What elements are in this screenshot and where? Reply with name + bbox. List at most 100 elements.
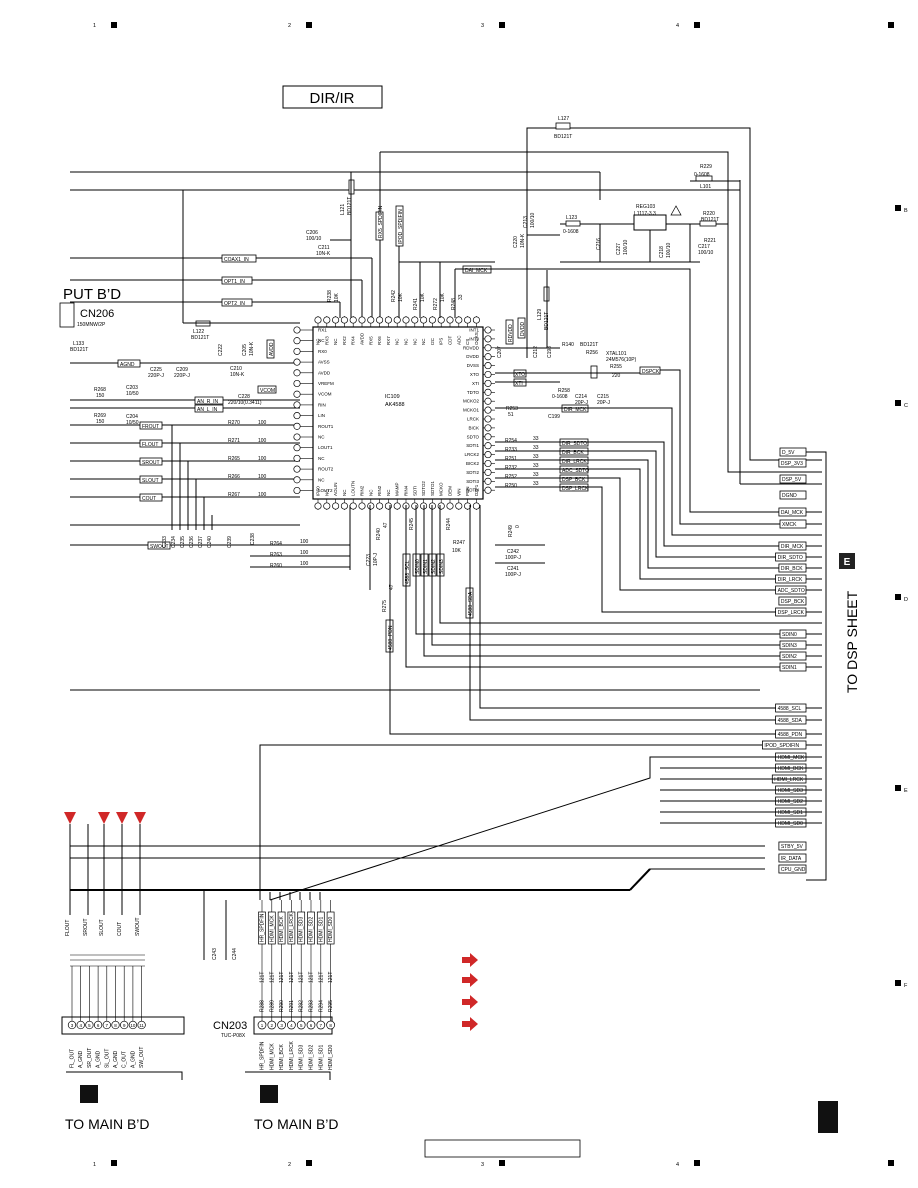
part-label: 121T [289, 972, 295, 983]
conn-tag: SROUT [83, 919, 89, 937]
right-tag-label: 4588_SCL [778, 706, 802, 712]
part-label: 10/50 [126, 420, 139, 426]
part-label: 20P-J [597, 400, 611, 406]
part-label: R260 [270, 563, 282, 569]
part-label: 10K [420, 292, 426, 302]
to-main-board-label-2: TO MAIN B’D [254, 1116, 339, 1132]
ic-pin-label: RX4 [351, 336, 356, 345]
part-label: C216 [596, 238, 602, 250]
cn203-pin-label: HDMI_SD2 [309, 1044, 315, 1070]
tag-rdvdd: RDVDD [505, 319, 514, 345]
tag-avdd: AVDD [266, 339, 275, 359]
ic-pin-label: NC [412, 338, 417, 345]
part-label: 121T [260, 972, 266, 983]
page-box [424, 1139, 581, 1158]
left-connector-pins: 3FL_OUT4A_GND5SR_OUT6A_GND7SL_OUT8A_GND9… [67, 966, 146, 1068]
conn-pin-label: A_GND [78, 1050, 84, 1068]
svg-text:DIR_MCK: DIR_MCK [564, 407, 587, 413]
conn-pin-label: SL_OUT [104, 1049, 110, 1068]
part-label: 0 [515, 525, 521, 528]
part-label: C236 [189, 536, 195, 548]
part-label: 121T [318, 972, 324, 983]
conn-pin-number: 8 [114, 1023, 117, 1028]
part-label: C242 [507, 549, 519, 555]
tag-agnd: AGND [117, 359, 141, 368]
part-label: R290 [279, 1000, 285, 1012]
part-label: L101 [700, 184, 711, 190]
part-label: R258 [558, 388, 570, 394]
right-tag-label: 4588_SDA [778, 718, 803, 724]
part-label: 100 [300, 550, 309, 556]
svg-text:DIR_SDTO: DIR_SDTO [562, 441, 587, 447]
left-out-connector: FLOUT SROUT SLOUT COUT SWOUT TO MAIN B’D [61, 824, 185, 1132]
ic-pin-label: NC [318, 435, 325, 440]
part-label: BD121T [580, 342, 598, 348]
right-tag-box [778, 841, 807, 851]
part-label: L123 [566, 215, 577, 221]
tag-xti: XTI [513, 378, 527, 387]
cn203-tag: HDMI_SD0 [328, 916, 334, 942]
svg-text:XTO: XTO [515, 372, 525, 378]
ic-pin-label: SDTI [412, 486, 417, 496]
part-label: 0-1608 [563, 229, 579, 235]
ic-pin-label: DVSS [467, 363, 479, 368]
conn-pin-number: 10 [130, 1023, 136, 1028]
conn-pin-label: SR_OUT [87, 1048, 93, 1068]
part-label: R229 [700, 164, 712, 170]
part-label: R255 [610, 364, 622, 370]
ic-pin-label: TDTO [467, 390, 480, 395]
right-tag-box [779, 651, 807, 661]
svg-text:SROUT: SROUT [142, 460, 160, 466]
cn203-pin-number: 7 [320, 1023, 323, 1028]
border-number: 3 [481, 23, 484, 29]
ic-pin-label: AVDD [360, 332, 365, 345]
part-label: R253 [506, 406, 518, 412]
svg-text:RX5_SPDIFIN: RX5_SPDIFIN [378, 205, 384, 238]
part-label: C210 [230, 366, 242, 372]
part-label: C235 [180, 536, 186, 548]
part-label: 100 [258, 420, 267, 426]
tag-an-r-in: AN_R_IN [194, 396, 224, 405]
part-label: 10N-K [520, 233, 526, 248]
tag-srout: SROUT [139, 457, 163, 466]
ic-pin-label: SDTI3 [466, 479, 479, 484]
ic-pin-label: MCKO [439, 482, 444, 496]
border-marks: 1 2 3 4 1 2 3 4 B C D E F [93, 22, 908, 1168]
ic-pin-label: AVSS [318, 360, 330, 365]
svg-text:4588_SDA: 4588_SDA [468, 591, 474, 616]
ic-pin-label: RX2 [342, 336, 347, 345]
part-label: 100P-J [505, 555, 521, 561]
right-tag-box [775, 552, 807, 562]
right-tag-box [778, 507, 807, 517]
tag-cout: COUT [139, 493, 163, 502]
svg-text:AVDD: AVDD [269, 342, 275, 356]
cn203-pin-number: 6 [310, 1023, 313, 1028]
border-number: 4 [676, 1162, 679, 1168]
right-tag-box [779, 474, 807, 484]
part-label: R220 [703, 211, 715, 217]
svg-text:SDIN2: SDIN2 [431, 559, 437, 574]
tag-dsp-lrck: DSP_LRCK [559, 483, 589, 492]
sheet-tab [839, 553, 855, 569]
ic-pin-label: NC [404, 338, 409, 345]
part-label: C209 [176, 367, 188, 373]
part-label: 150 [96, 419, 105, 425]
svg-text:DSPCK: DSPCK [642, 369, 660, 375]
right-tag-label: HDMI_LRCK [774, 777, 804, 783]
part-label: 100 [258, 492, 267, 498]
right-tag-label: DIR_BCK [781, 566, 803, 572]
svg-text:AGND: AGND [120, 362, 135, 368]
part-label: R240 [376, 528, 382, 540]
part-label: C204 [126, 414, 138, 420]
part-label: R254 [505, 438, 517, 444]
border-letter: B [904, 208, 908, 214]
right-tag-label: DSP_5V [782, 477, 802, 483]
part-label: C214 [575, 394, 587, 400]
part-label: R275 [382, 600, 388, 612]
part-label: R288 [260, 1000, 266, 1012]
ic-pin-label: IPS [439, 338, 444, 345]
part-label: R293 [309, 1000, 315, 1012]
ic-pin-label: AVDD [318, 370, 331, 375]
right-tag-box [762, 740, 807, 750]
sheet-title: DIR/IR [310, 90, 355, 107]
